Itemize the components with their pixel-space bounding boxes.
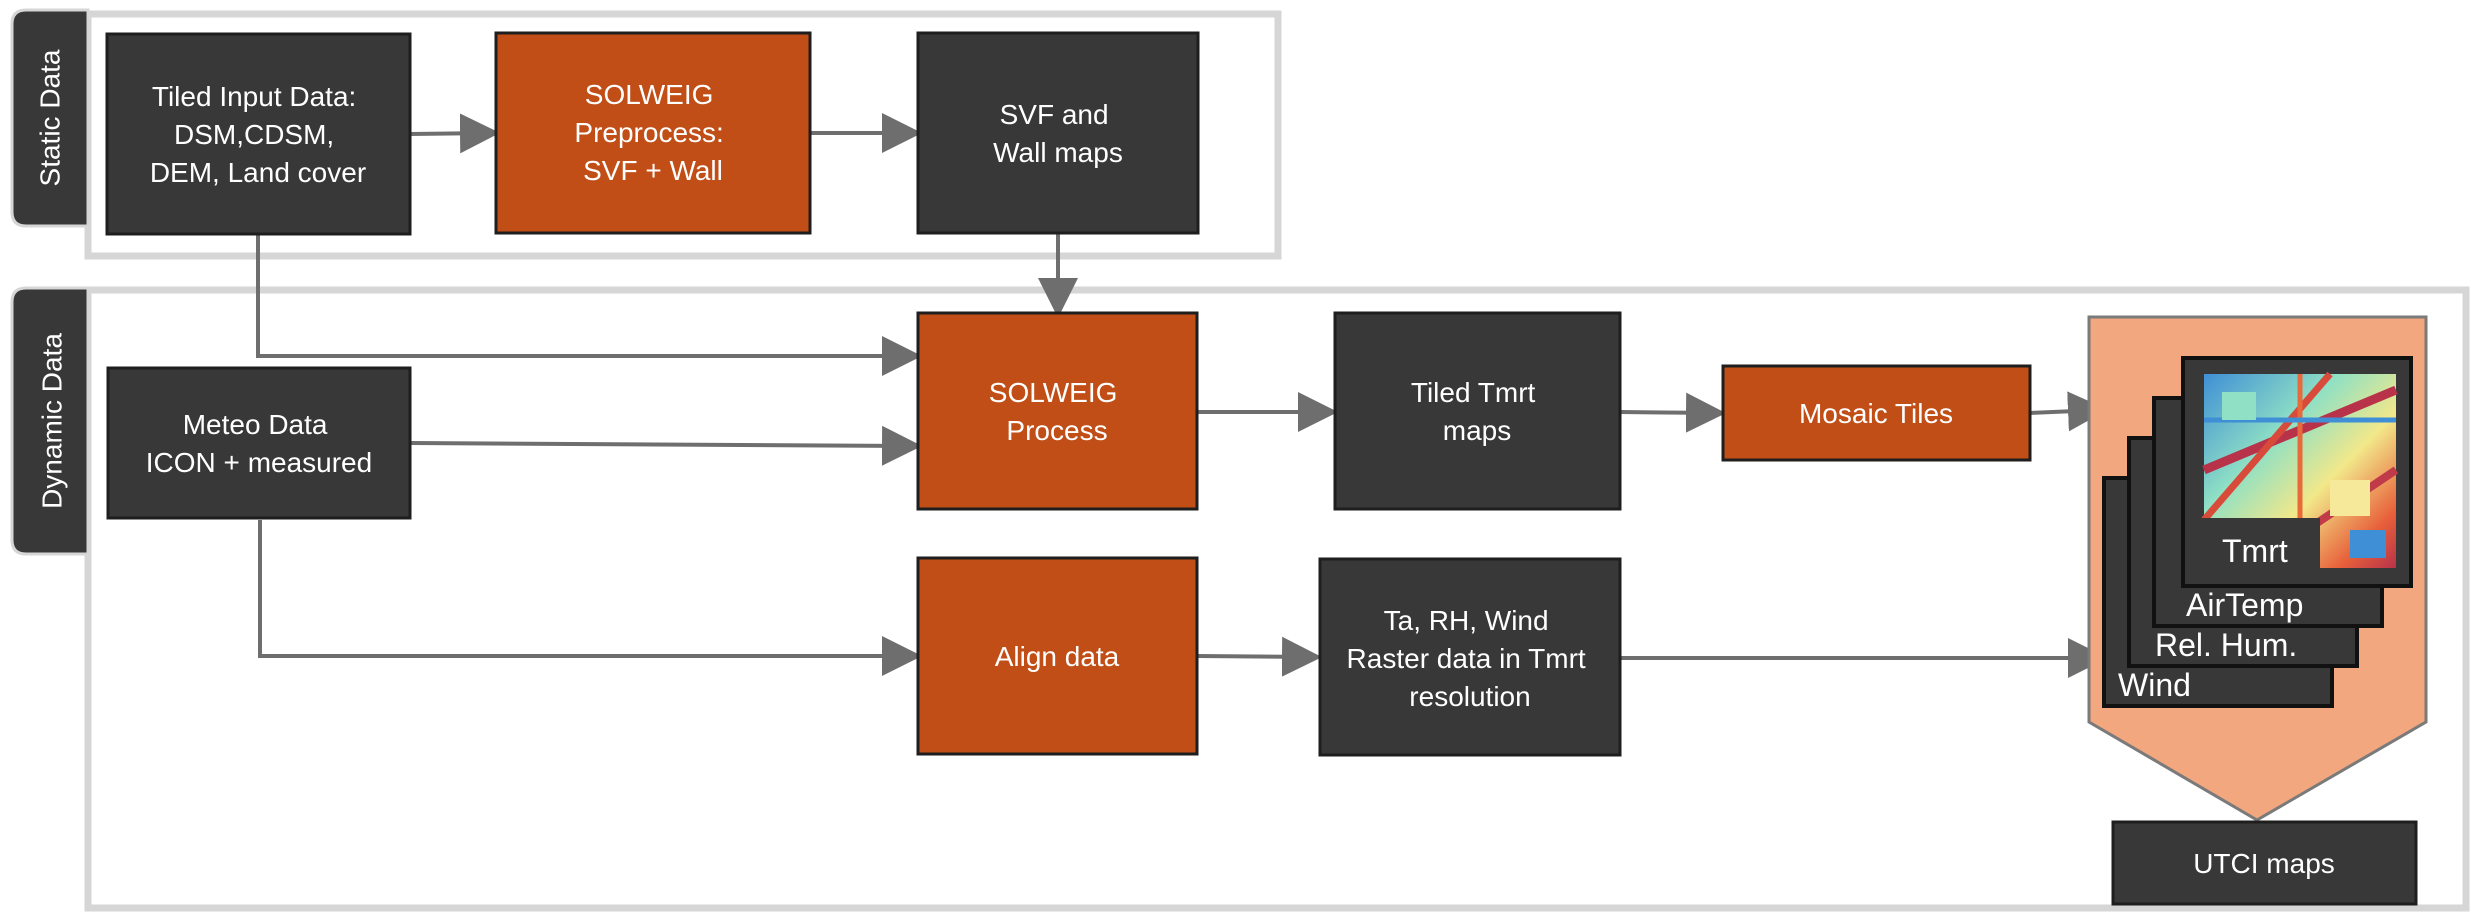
arrow-align-to-raster (1196, 636, 1322, 677)
raster-line-1: Ta, RH, Wind (1384, 605, 1549, 636)
tiled-input-line-1: Tiled Input Data: (152, 81, 356, 112)
tiled-input-line-2: DSM,CDSM, (174, 119, 334, 150)
raster-box: Ta, RH, Wind Raster data in Tmrt resolut… (1318, 557, 1622, 757)
svg-text:Tiled Input Data: DSM,CD: Tiled Input Data: DSM,CDSM, DEM, Land co… (150, 81, 366, 188)
utci-line-1: UTCI maps (2193, 848, 2335, 879)
layer-tmrt: Tmrt (2181, 356, 2413, 588)
static-data-label: Static Data (34, 49, 65, 186)
raster-line-2: Raster data in Tmrt (1347, 643, 1586, 674)
preprocess-box: SOLWEIG Preprocess: SVF + Wall (494, 31, 812, 235)
svg-text:UTCI maps: UTCI maps (2193, 848, 2335, 879)
meteo-line-1: Meteo Data (183, 409, 328, 440)
raster-line-3: resolution (1409, 681, 1530, 712)
meteo-box: Meteo Data ICON + measured (106, 366, 412, 520)
arrow-tmrt-to-mosaic (1619, 392, 1726, 433)
process-line-1: SOLWEIG (989, 377, 1118, 408)
layer-wind-label: Wind (2118, 667, 2191, 703)
arrow-meteo-to-align (258, 520, 922, 676)
arrow-input-to-preprocess (409, 113, 500, 154)
process-line-2: Process (1006, 415, 1107, 446)
align-line-1: Align data (995, 641, 1120, 672)
svg-text:Tiled Tmrt maps: Tiled Tmrt maps (1411, 377, 1543, 446)
dynamic-data-label: Dynamic Data (36, 333, 67, 509)
arrow-meteo-to-process (409, 425, 922, 466)
svf-wall-line-1: SVF and (1000, 99, 1109, 130)
process-box: SOLWEIG Process (916, 311, 1199, 511)
utci-box: UTCI maps (2111, 820, 2418, 906)
tiled-input-line-3: DEM, Land cover (150, 157, 366, 188)
preprocess-line-2: Preprocess: (574, 117, 723, 148)
svg-text:SVF and Wall maps: SVF and Wall maps (993, 99, 1123, 168)
dynamic-data-frame (84, 286, 2470, 912)
tiled-tmrt-line-1: Tiled Tmrt (1411, 377, 1536, 408)
dynamic-data-tab: Dynamic Data (10, 286, 90, 556)
preprocess-line-3: SVF + Wall (583, 155, 723, 186)
svg-text:Ta, RH, Wind Raster data: Ta, RH, Wind Raster data in Tmrt resolut… (1347, 605, 1594, 712)
static-data-tab: Static Data (10, 8, 90, 228)
connectors (256, 113, 2108, 678)
meteo-line-2: ICON + measured (146, 447, 372, 478)
svg-text:Meteo Data ICON + measur: Meteo Data ICON + measured (146, 409, 372, 478)
svg-text:SOLWEIG Preprocess:: SOLWEIG Preprocess: SVF + Wall (574, 79, 731, 186)
tiled-tmrt-line-2: maps (1443, 415, 1511, 446)
mosaic-line-1: Mosaic Tiles (1799, 398, 1953, 429)
svf-wall-box: SVF and Wall maps (916, 31, 1200, 235)
arrow-input-to-process (256, 234, 922, 376)
layer-rel-hum-label: Rel. Hum. (2155, 627, 2297, 663)
svf-wall-line-2: Wall maps (993, 137, 1123, 168)
svg-text:SOLWEIG Process: SOLWEIG Process (989, 377, 1125, 446)
align-box: Align data (916, 556, 1199, 756)
svg-text:Align data: Align data (995, 641, 1120, 672)
svg-text:Mosaic Tiles: Mosaic Tiles (1799, 398, 1953, 429)
tiled-input-box: Tiled Input Data: DSM,CDSM, DEM, Land co… (105, 32, 412, 236)
preprocess-line-1: SOLWEIG (585, 79, 714, 110)
tiled-tmrt-box: Tiled Tmrt maps (1333, 311, 1622, 511)
layer-tmrt-label: Tmrt (2222, 533, 2288, 569)
layer-airtemp-label: AirTemp (2186, 587, 2303, 623)
mosaic-box: Mosaic Tiles (1721, 364, 2032, 462)
